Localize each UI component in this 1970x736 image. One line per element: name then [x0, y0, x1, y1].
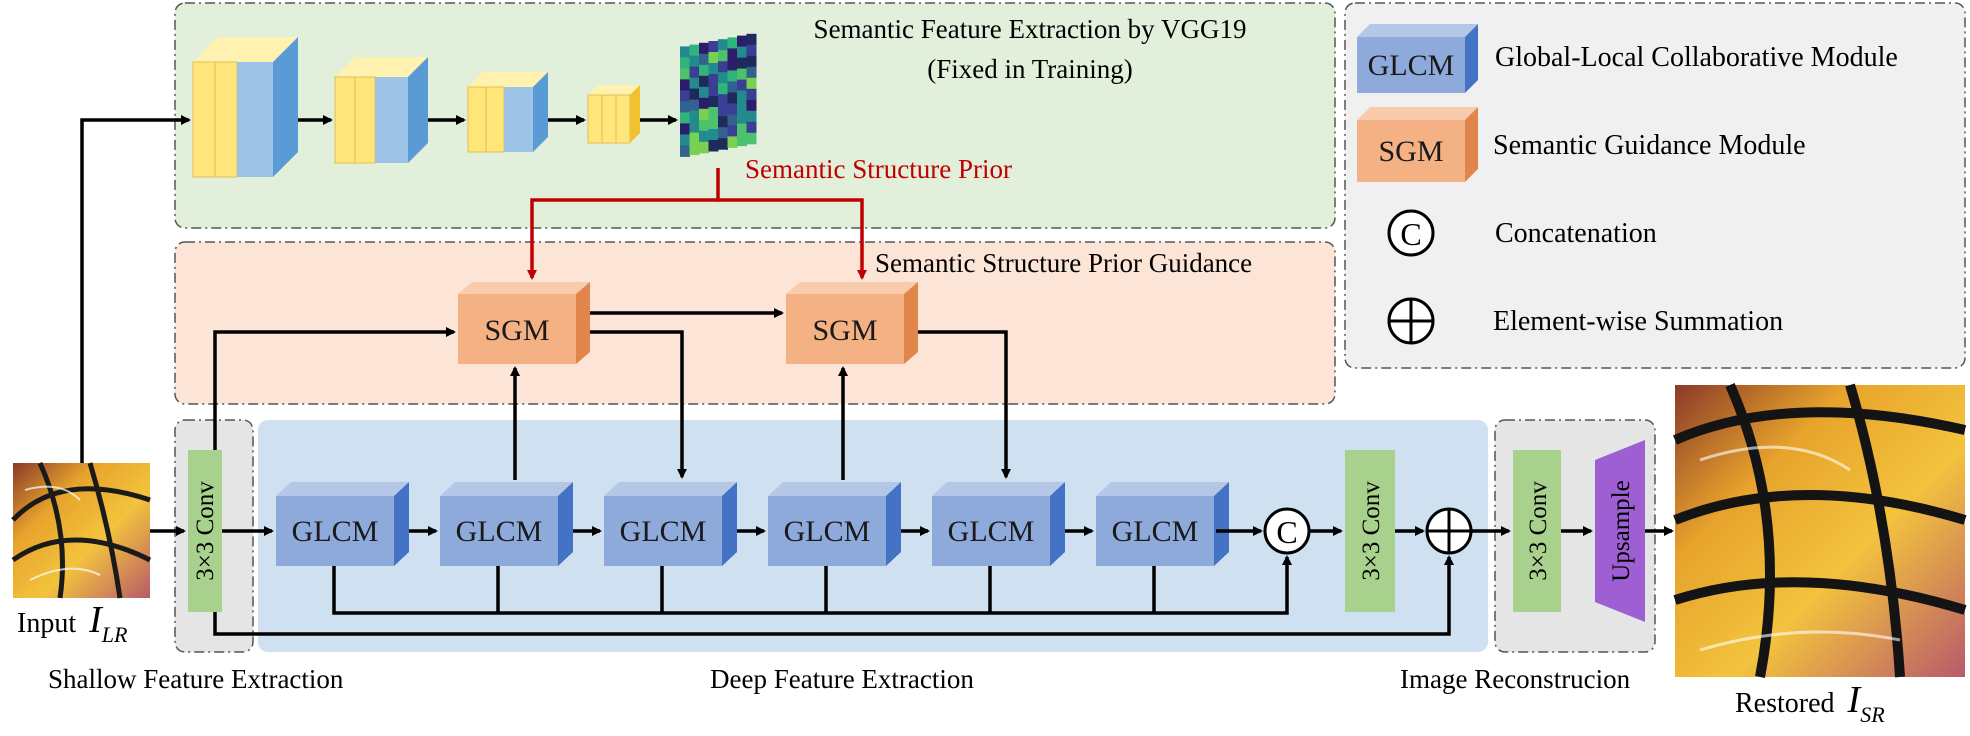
svg-text:SGM: SGM: [1378, 135, 1443, 168]
glcm-block-5: GLCM: [932, 482, 1065, 566]
legend-panel: [1344, 2, 1966, 369]
guidance-title: Semantic Structure Prior Guidance: [875, 248, 1252, 278]
sgm-block-2: SGM: [786, 282, 918, 364]
svg-text:GLCM: GLCM: [292, 515, 379, 548]
semantic-feature-map: [680, 33, 757, 157]
semantic-prior-label: Semantic Structure Prior: [745, 154, 1012, 184]
vgg-block-4: [587, 85, 640, 144]
output-image: [1673, 382, 1967, 678]
svg-text:SGM: SGM: [484, 314, 549, 347]
svg-text:C: C: [1276, 514, 1297, 550]
shallow-label: Shallow Feature Extraction: [48, 664, 344, 694]
svg-text:3×3 Conv: 3×3 Conv: [1525, 481, 1552, 581]
sum-node: [1425, 507, 1473, 555]
vgg-block-1: [192, 37, 298, 178]
input-image: [11, 461, 152, 599]
reconstruction-label: Image Reconstrucion: [1400, 664, 1631, 694]
input-label: Input ILR: [17, 599, 128, 647]
semantic-subtitle: (Fixed in Training): [927, 54, 1133, 84]
concat-node: C: [1263, 507, 1311, 555]
deep-conv: 3×3 Conv: [1345, 450, 1395, 612]
upsample-block: Upsample: [1595, 440, 1645, 622]
deep-label: Deep Feature Extraction: [710, 664, 974, 694]
legend-glcm-desc: Global-Local Collaborative Module: [1495, 42, 1898, 73]
svg-text:3×3 Conv: 3×3 Conv: [192, 481, 219, 581]
glcm-block-2: GLCM: [440, 482, 573, 566]
svg-text:Upsample: Upsample: [1608, 480, 1635, 581]
output-label: Restored ISR: [1735, 679, 1885, 727]
sgm-block-1: SGM: [458, 282, 590, 364]
vgg-block-3: [467, 72, 548, 153]
legend-sgm: SGM Semantic Guidance Module: [1357, 107, 1806, 182]
vgg-block-2: [334, 57, 428, 164]
svg-text:SGM: SGM: [812, 314, 877, 347]
legend-sgm-desc: Semantic Guidance Module: [1493, 130, 1806, 161]
legend-concat: C Concatenation: [1387, 209, 1657, 257]
svg-text:GLCM: GLCM: [620, 515, 707, 548]
svg-text:GLCM: GLCM: [1112, 515, 1199, 548]
glcm-block-6: GLCM: [1096, 482, 1229, 566]
svg-text:3×3 Conv: 3×3 Conv: [1358, 481, 1385, 581]
legend-sum-desc: Element-wise Summation: [1493, 306, 1783, 337]
legend-sum: Element-wise Summation: [1387, 297, 1783, 345]
glcm-block-4: GLCM: [768, 482, 901, 566]
svg-text:GLCM: GLCM: [784, 515, 871, 548]
glcm-block-1: GLCM: [276, 482, 409, 566]
svg-text:C: C: [1400, 216, 1421, 252]
recon-conv: 3×3 Conv: [1513, 450, 1561, 612]
svg-text:GLCM: GLCM: [948, 515, 1035, 548]
glcm-block-3: GLCM: [604, 482, 737, 566]
svg-text:GLCM: GLCM: [456, 515, 543, 548]
legend-glcm: GLCM Global-Local Collaborative Module: [1357, 24, 1898, 93]
semantic-title: Semantic Feature Extraction by VGG19: [814, 14, 1247, 44]
svg-text:GLCM: GLCM: [1368, 49, 1455, 82]
legend-concat-desc: Concatenation: [1495, 218, 1657, 249]
shallow-conv: 3×3 Conv: [188, 450, 222, 612]
